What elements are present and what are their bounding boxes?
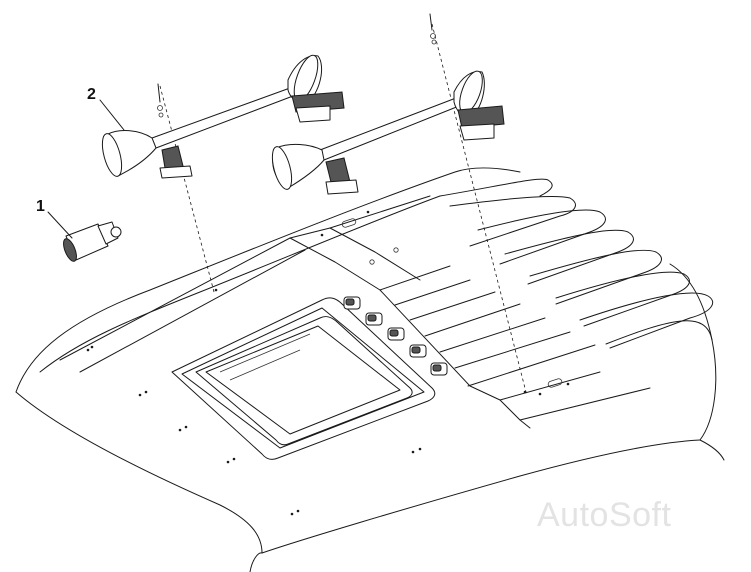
callout-leaders xyxy=(47,99,125,239)
air-horn xyxy=(101,54,345,179)
roof-hatch xyxy=(171,297,436,460)
roof-left-edge-inner xyxy=(39,195,441,373)
marker-lamp xyxy=(343,296,361,310)
marker-lamp xyxy=(365,312,383,326)
mounting-screw xyxy=(157,83,164,118)
roof-left-edge xyxy=(15,167,521,393)
callout-2-leader xyxy=(99,99,125,131)
marker-lamp xyxy=(387,327,405,341)
roof-mounting-holes xyxy=(86,210,570,516)
hatch-inner-frame xyxy=(195,316,413,446)
horn-valve xyxy=(63,221,122,262)
callout-number: 2 xyxy=(87,86,96,103)
watermark: AutoSoft xyxy=(537,496,672,534)
marker-lamp xyxy=(430,362,448,376)
callout-1-leader xyxy=(47,211,73,239)
roof-center-panel xyxy=(289,237,531,429)
assembly-lines xyxy=(159,23,528,397)
hatch-outer-frame xyxy=(171,297,436,460)
cab-roof xyxy=(15,167,725,572)
mounting-screw xyxy=(429,13,437,45)
roof-front-edge xyxy=(15,391,263,554)
roof-right-edge xyxy=(669,263,717,441)
marker-lamp xyxy=(409,344,427,358)
callout-number: 1 xyxy=(36,198,45,215)
roof-marker-lamps xyxy=(343,296,448,376)
air-horn xyxy=(271,70,505,195)
roof-ribs xyxy=(379,178,713,387)
